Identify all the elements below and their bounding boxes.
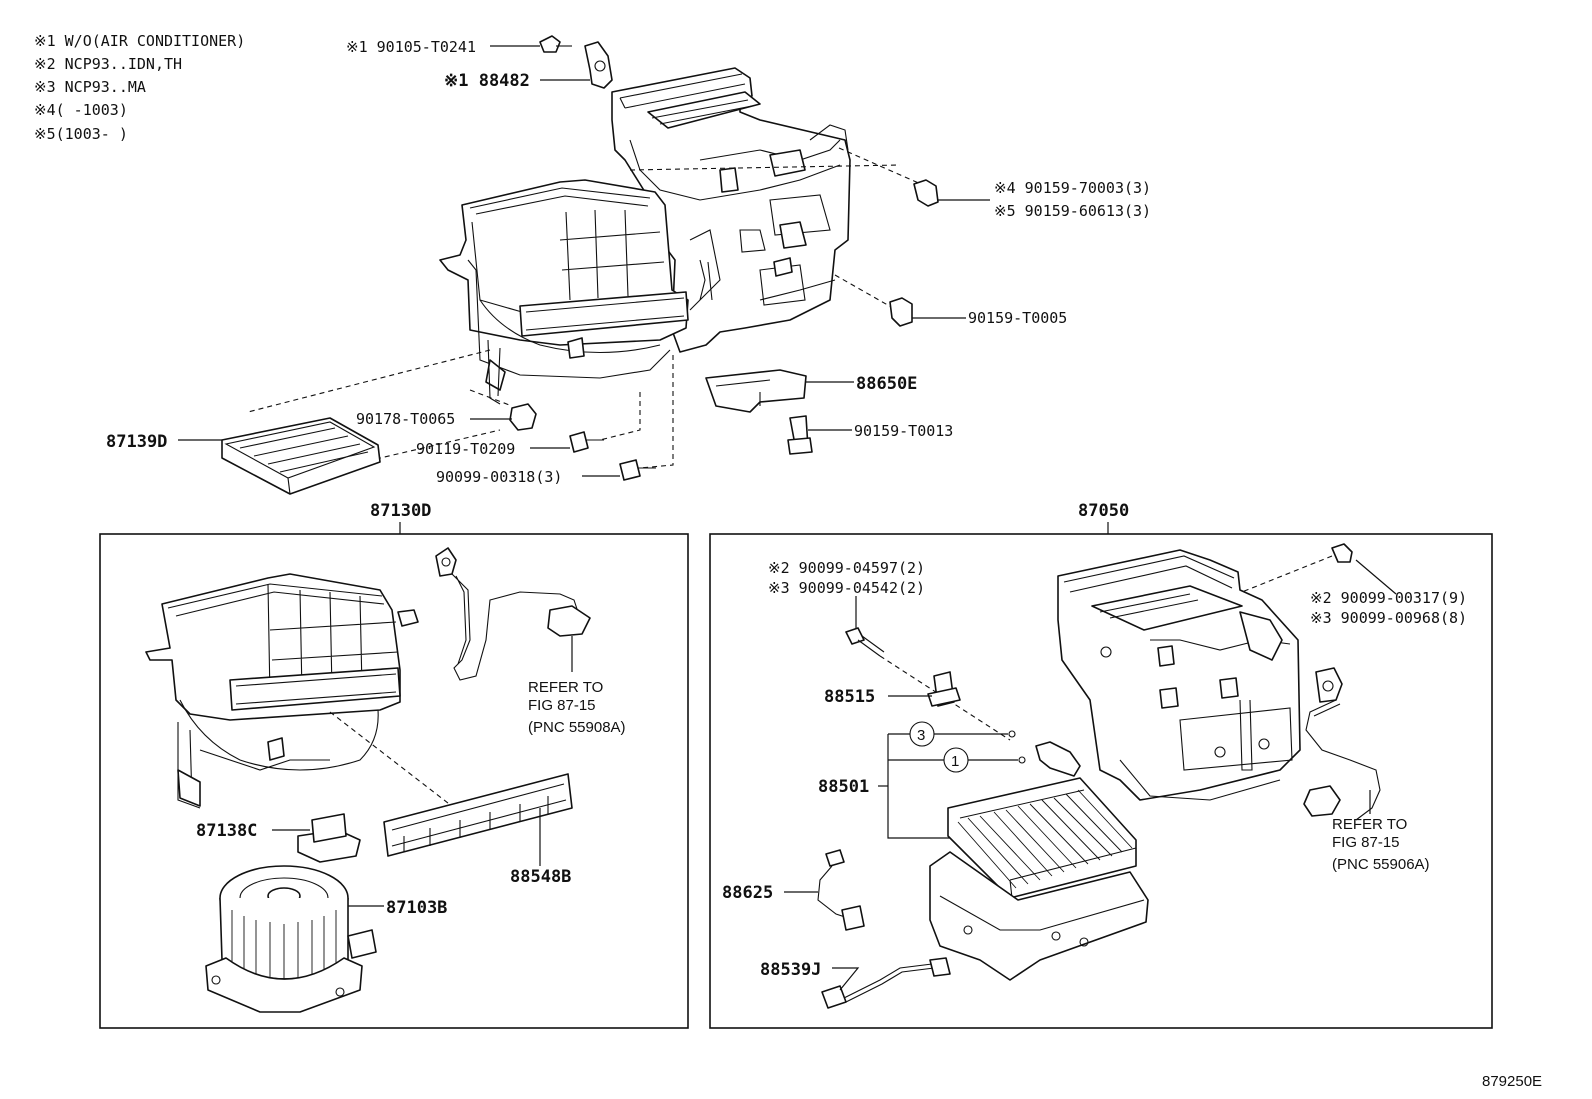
label-90099-04542: ※3 90099-04542(2) xyxy=(768,579,925,597)
label-88548b: 88548B xyxy=(510,867,571,887)
label-87130d: 87130D xyxy=(370,501,431,521)
blower-assembly-box: 87130D REFER TO FIG 87-15 (PNC 55908A) 8… xyxy=(99,501,689,1029)
label-88625: 88625 xyxy=(722,883,773,903)
top-hardware xyxy=(509,35,939,481)
label-87139d: 87139D xyxy=(106,432,167,452)
label-90099-00318: 90099-00318(3) xyxy=(436,468,562,486)
heater-core-box: 87050 ※2 90099-04597(2) ※3 90099-04542(2… xyxy=(709,501,1493,1029)
note-2: ※2 NCP93..IDN,TH xyxy=(34,55,182,73)
label-87050: 87050 xyxy=(1078,501,1129,521)
label-87103b: 87103B xyxy=(386,898,447,918)
label-87138c: 87138C xyxy=(196,821,257,841)
figure-id: 879250E xyxy=(1482,1073,1542,1090)
heater-unit-assembly-drawing xyxy=(439,67,851,405)
label-88515: 88515 xyxy=(824,687,875,707)
label-90159-t0005: 90159-T0005 xyxy=(968,309,1067,327)
notes-legend: ※1 W/O(AIR CONDITIONER) ※2 NCP93..IDN,TH… xyxy=(34,32,245,143)
left-refer-line-2: FIG 87-15 xyxy=(528,697,596,714)
label-88501: 88501 xyxy=(818,777,869,797)
label-88650e: 88650E xyxy=(856,374,917,394)
label-88539j: 88539J xyxy=(760,960,821,980)
note-3: ※3 NCP93..MA xyxy=(34,78,146,96)
label-90159-70003: ※4 90159-70003(3) xyxy=(994,179,1151,197)
note-1: ※1 W/O(AIR CONDITIONER) xyxy=(34,32,245,50)
callout-3: 3 xyxy=(917,727,925,744)
label-90105-t0241: ※1 90105-T0241 xyxy=(346,38,476,56)
label-90119-t0209: 90119-T0209 xyxy=(416,440,515,458)
label-90099-04597: ※2 90099-04597(2) xyxy=(768,559,925,577)
top-dashed-leaders xyxy=(247,147,931,469)
label-90099-00317: ※2 90099-00317(9) xyxy=(1310,589,1467,607)
label-90099-00968: ※3 90099-00968(8) xyxy=(1310,609,1467,627)
callout-1: 1 xyxy=(951,753,959,770)
note-4: ※4( -1003) xyxy=(34,101,128,119)
note-5: ※5(1003- ) xyxy=(34,125,128,143)
label-90178-t0065: 90178-T0065 xyxy=(356,410,455,428)
label-88482: ※1 88482 xyxy=(444,71,530,91)
left-refer-line-1: REFER TO xyxy=(528,679,603,696)
right-refer-line-3: (PNC 55906A) xyxy=(1332,856,1430,873)
label-90159-60613: ※5 90159-60613(3) xyxy=(994,202,1151,220)
right-refer-line-2: FIG 87-15 xyxy=(1332,834,1400,851)
box-87130d xyxy=(99,533,689,1029)
air-filter-87139d xyxy=(221,417,381,495)
left-refer-line-3: (PNC 55908A) xyxy=(528,719,626,736)
right-refer-line-1: REFER TO xyxy=(1332,816,1407,833)
top-labels: ※1 90105-T0241 ※1 88482 ※4 90159-70003(3… xyxy=(106,38,1151,486)
label-90159-t0013: 90159-T0013 xyxy=(854,422,953,440)
box-87050 xyxy=(709,533,1493,1029)
